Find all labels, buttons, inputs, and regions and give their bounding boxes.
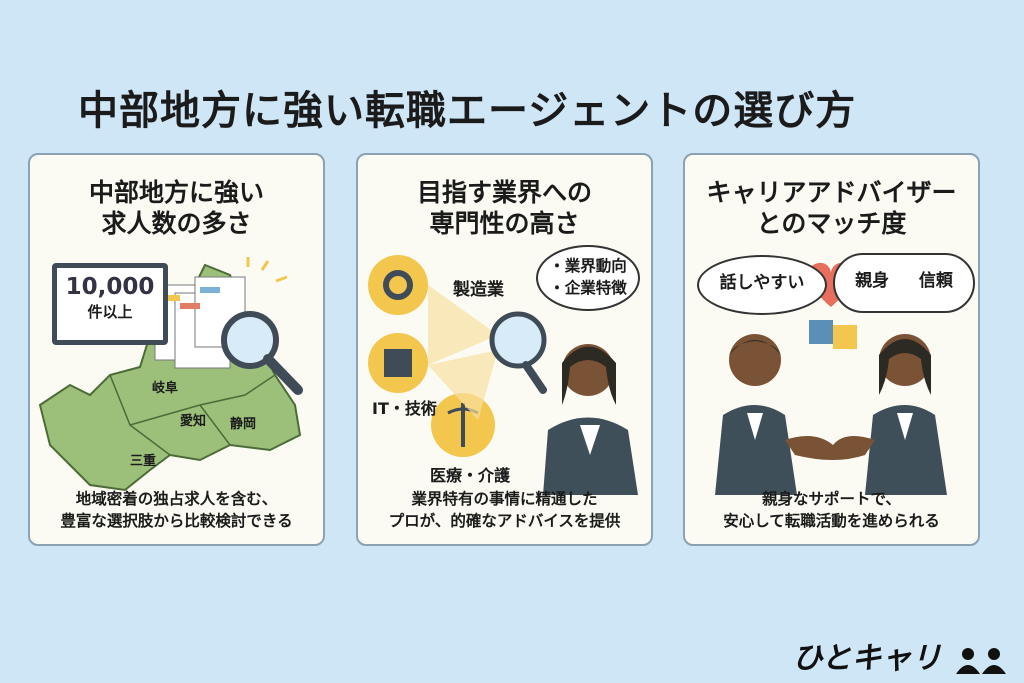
panel-title: キャリアアドバイザー とのマッチ度	[685, 177, 978, 239]
sparkle-icon	[246, 257, 288, 283]
advisor-figure	[543, 344, 638, 495]
panel-title-line: キャリアアドバイザー	[706, 178, 957, 207]
bubble-text: ・業界動向	[549, 257, 627, 275]
handshake-icon	[785, 436, 875, 460]
panel-title-line: 目指す業界への	[416, 178, 592, 207]
bubble-text: ・企業特徴	[549, 279, 627, 297]
speech-bubble-right: 親身 信頼	[833, 253, 975, 313]
industry-medical: 医療・介護	[430, 466, 511, 485]
panel-description: 地域密着の独占求人を含む、 豊富な選択肢から比較検討できる	[30, 488, 323, 532]
panel-title: 目指す業界への 専門性の高さ	[358, 177, 651, 239]
panel-description-line: 安心して転職活動を進められる	[723, 512, 940, 530]
industry-manufacturing: 製造業	[453, 280, 504, 300]
map-label-mie: 三重	[130, 454, 157, 469]
chip-icon	[384, 349, 412, 377]
panel-advisor-match: キャリアアドバイザー とのマッチ度 話しやすい 親身 信頼	[683, 153, 980, 546]
bubble-text: 親身	[855, 271, 890, 291]
map-label-shizuoka: 静岡	[230, 417, 257, 432]
page-title: 中部地方に強い転職エージェントの選び方	[78, 88, 857, 134]
brand-logo-text: ひとキャリ	[792, 641, 942, 676]
panel-description-line: プロが、的確なアドバイスを提供	[388, 512, 621, 530]
map-label-aichi: 愛知	[180, 414, 207, 429]
monitor-icon: 10,000 件以上	[52, 263, 168, 345]
panel-description-line: 地域密着の独占求人を含む、	[75, 490, 278, 508]
handshake-illustration	[715, 262, 947, 495]
people-icon	[956, 647, 1006, 674]
panel-description: 親身なサポートで、 安心して転職活動を進められる	[685, 488, 978, 532]
speech-bubble: ・業界動向 ・企業特徴	[536, 245, 640, 311]
magnifier-icon	[221, 311, 303, 395]
panel-description: 業界特有の事情に精通した プロが、的確なアドバイスを提供	[358, 488, 651, 532]
magnifier-icon	[489, 311, 547, 394]
map-label-gifu: 岐阜	[152, 381, 179, 396]
bubble-text: 話しやすい	[719, 273, 805, 293]
panel-title-line: とのマッチ度	[756, 209, 907, 238]
industry-it: IT・技術	[372, 399, 437, 418]
puzzle-icon	[809, 320, 857, 349]
prefecture-borders	[109, 374, 276, 456]
panel-description-line: 親身なサポートで、	[762, 490, 901, 508]
panel-job-count: 中部地方に強い 求人数の多さ 10,000 件以上 岐阜 愛知 静岡 三重 地域…	[28, 153, 325, 546]
expertise-illustration	[368, 255, 638, 495]
bubble-text: 信頼	[918, 271, 953, 291]
panel-description-line: 豊富な選択肢から比較検討できる	[60, 512, 293, 530]
job-count-unit: 件以上	[87, 303, 133, 321]
panel-expertise: 目指す業界への 専門性の高さ 製造業 IT・技術 医療・介護 ・業界動向 ・企業…	[356, 153, 653, 546]
person-right	[865, 334, 947, 495]
panel-title-line: 専門性の高さ	[429, 209, 580, 238]
gear-icon	[368, 255, 428, 315]
brand-logo: ひとキャリ	[792, 633, 1010, 677]
person-left	[715, 334, 797, 495]
panel-title-line: 中部地方に強い	[88, 178, 264, 207]
job-count-number: 10,000	[65, 274, 155, 300]
speech-bubble-left: 話しやすい	[697, 255, 827, 315]
panel-title-line: 求人数の多さ	[101, 209, 252, 238]
panel-description-line: 業界特有の事情に精通した	[411, 490, 598, 508]
panel-title: 中部地方に強い 求人数の多さ	[30, 177, 323, 239]
